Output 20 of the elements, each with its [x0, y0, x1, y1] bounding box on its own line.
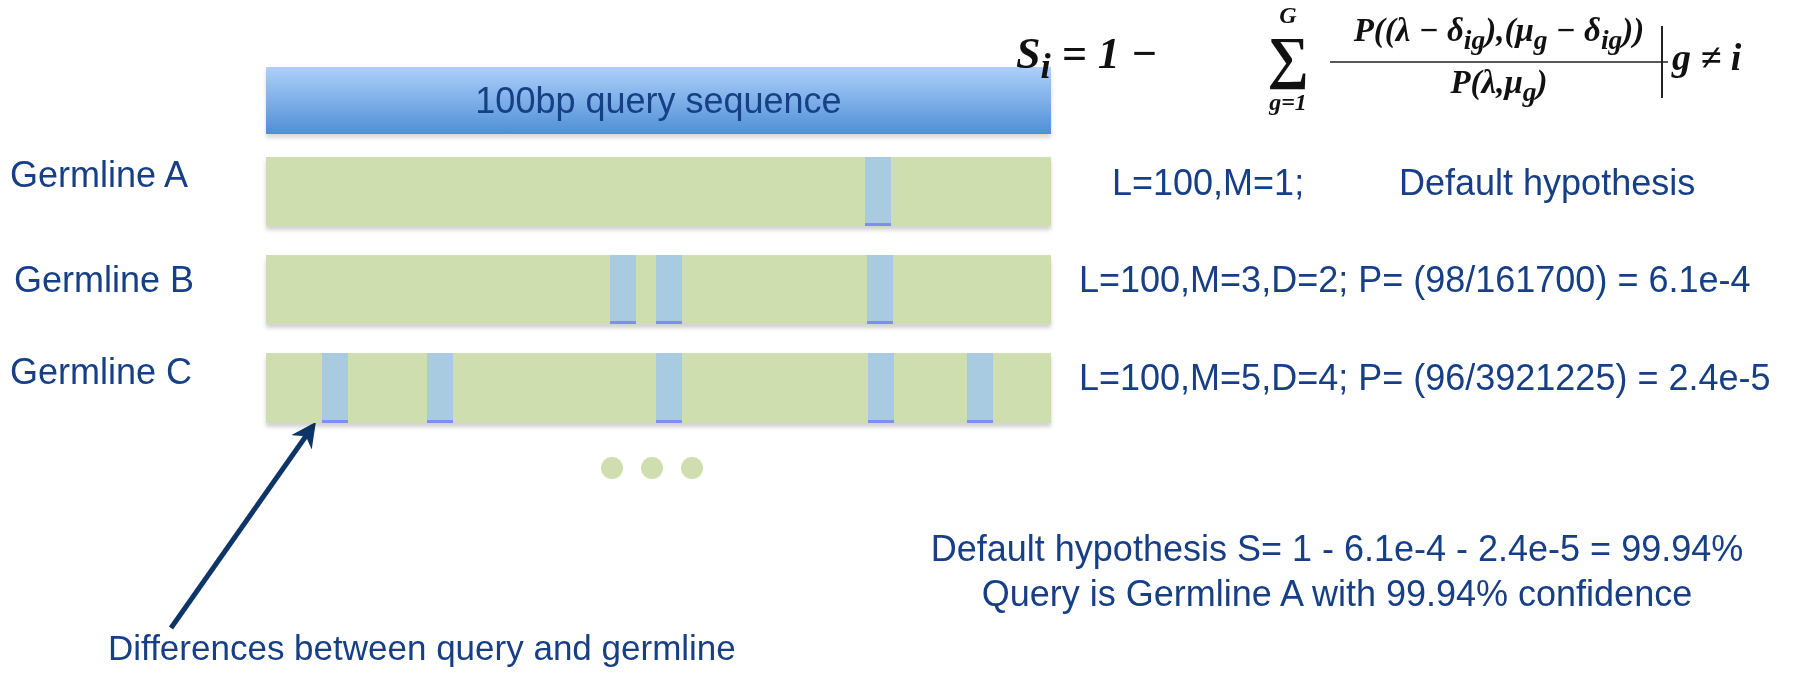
germline-sequence-bar	[266, 353, 1051, 423]
probability-text: L=100,M=5,D=4; P= (96/3921225) = 2.4e-5	[1079, 357, 1771, 399]
bar-label: 100bp query sequence	[475, 79, 842, 122]
formula-numerator: P((λ − δ$_{ig}$),(μ$_{g}$ − δ$_{ig}$))	[1353, 12, 1645, 56]
germline-sequence-bar	[266, 157, 1051, 226]
hypothesis-text: Default hypothesis	[1399, 162, 1696, 204]
formula-text: S$_{i}$ = 1 −	[1016, 29, 1158, 87]
germline-sequence-bar	[266, 255, 1051, 324]
germline-label: Germline A	[10, 154, 189, 196]
result-text: Default hypothesis S= 1 - 6.1e-4 - 2.4e-5 = 99.94%	[930, 528, 1744, 570]
formula-text: g ≠ i	[1672, 36, 1742, 80]
formula-denominator: P(λ,μ$_{g}$)	[1450, 64, 1548, 108]
formula-text: g=1	[1269, 89, 1307, 117]
probability-text: L=100,M=3,D=2; P= (98/161700) = 6.1e-4	[1079, 259, 1751, 301]
annotation-text: Differences between query and germline	[108, 628, 736, 668]
conclusion-text: Query is Germline A with 99.94% confidence	[981, 573, 1693, 615]
arrow	[168, 421, 316, 630]
parameter-text: L=100,M=1;	[1112, 162, 1305, 204]
germline-label: Germline C	[10, 351, 193, 393]
germline-label: Germline B	[14, 259, 195, 301]
